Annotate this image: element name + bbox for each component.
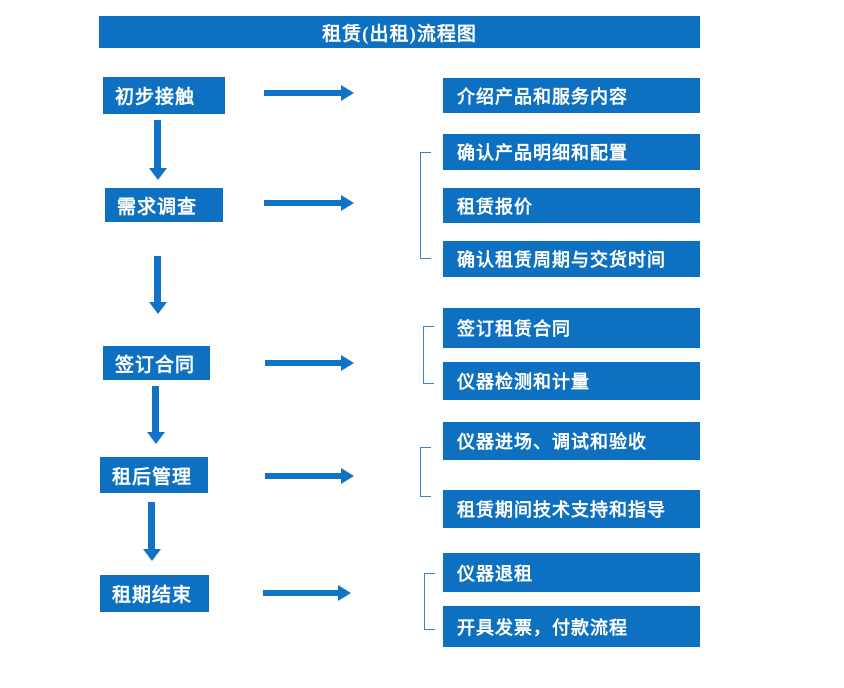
detail-box-confirm-rental-period-delivery: 确认租赁周期与交货时间 [443, 241, 700, 277]
bracket-left [420, 447, 431, 497]
detail-box-introduce-products-services: 介绍产品和服务内容 [443, 78, 700, 113]
step-box-initial-contact: 初步接触 [103, 77, 225, 114]
bracket-left [420, 152, 431, 259]
arrow-right-icon [264, 200, 341, 206]
arrow-right-icon [264, 90, 341, 96]
arrow-down-icon [154, 120, 161, 168]
step-box-post-rental-management: 租后管理 [100, 457, 208, 493]
detail-box-sign-rental-contract: 签订租赁合同 [443, 308, 700, 348]
arrow-down-icon [154, 256, 161, 302]
arrow-right-icon [265, 360, 341, 366]
detail-box-confirm-product-details: 确认产品明细和配置 [443, 134, 700, 170]
detail-box-rental-quotation: 租赁报价 [443, 188, 700, 223]
arrow-right-icon [265, 473, 341, 479]
arrow-down-icon [148, 502, 155, 549]
detail-box-instrument-entry-debug-acceptance: 仪器进场、调试和验收 [443, 422, 700, 460]
arrow-right-icon [263, 590, 338, 596]
bracket-left [423, 326, 434, 384]
flowchart-title: 租赁(出租)流程图 [99, 16, 700, 48]
step-box-demand-survey: 需求调查 [105, 188, 223, 222]
arrow-down-icon [152, 386, 159, 432]
step-box-rental-end: 租期结束 [100, 575, 209, 612]
detail-box-instrument-testing-measurement: 仪器检测和计量 [443, 362, 700, 400]
detail-box-technical-support-guidance: 租赁期间技术支持和指导 [443, 490, 700, 528]
bracket-left [424, 573, 435, 630]
detail-box-invoice-payment-process: 开具发票，付款流程 [443, 606, 700, 647]
step-box-sign-contract: 签订合同 [103, 346, 210, 380]
detail-box-instrument-return: 仪器退租 [443, 553, 700, 592]
